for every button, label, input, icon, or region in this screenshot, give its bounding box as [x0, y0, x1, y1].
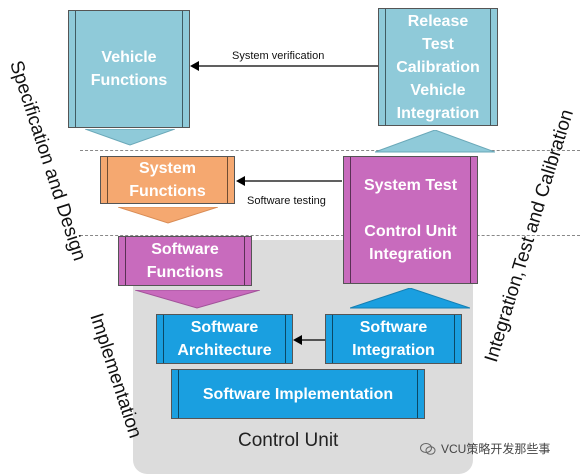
vehicle-down-chevron — [85, 129, 175, 146]
software-integration-label: Software Integration — [352, 319, 435, 359]
software-architecture-box: Software Architecture — [156, 314, 293, 364]
wechat-icon — [420, 442, 436, 455]
system-verification-label: System verification — [232, 50, 325, 62]
system-test-up-chevron — [350, 288, 470, 309]
software-functions-down-chevron — [135, 290, 260, 309]
system-test-label: System Test Control Unit Integration — [363, 177, 458, 263]
dashed-line-upper — [80, 150, 580, 151]
software-architecture-label: Software Architecture — [177, 319, 272, 359]
system-verification-arrow — [190, 61, 378, 71]
system-test-box: System Test Control Unit Integration — [343, 156, 478, 284]
watermark-text: VCU策略开发那些事 — [441, 442, 551, 456]
system-down-chevron — [118, 207, 218, 224]
software-testing-arrow — [236, 176, 342, 186]
vehicle-functions-label: Vehicle Functions — [90, 49, 168, 89]
software-functions-label: Software Functions — [146, 241, 224, 281]
watermark: VCU策略开发那些事 — [420, 440, 550, 457]
vehicle-functions-box: Vehicle Functions — [68, 10, 190, 128]
control-unit-label: Control Unit — [238, 430, 339, 451]
system-functions-label: System Functions — [129, 160, 206, 200]
system-functions-box: System Functions — [100, 156, 235, 204]
release-integration-box: Release Test Calibration Vehicle Integra… — [378, 8, 498, 126]
integration-to-architecture-arrow — [293, 335, 325, 345]
release-integration-label: Release Test Calibration Vehicle Integra… — [396, 12, 480, 122]
software-testing-label: Software testing — [247, 195, 326, 207]
release-up-chevron — [375, 130, 495, 153]
software-functions-box: Software Functions — [118, 236, 252, 286]
software-integration-box: Software Integration — [325, 314, 462, 364]
dashed-line-lower — [80, 235, 580, 236]
software-implementation-label: Software Implementation — [202, 385, 394, 403]
software-implementation-box: Software Implementation — [171, 369, 425, 419]
